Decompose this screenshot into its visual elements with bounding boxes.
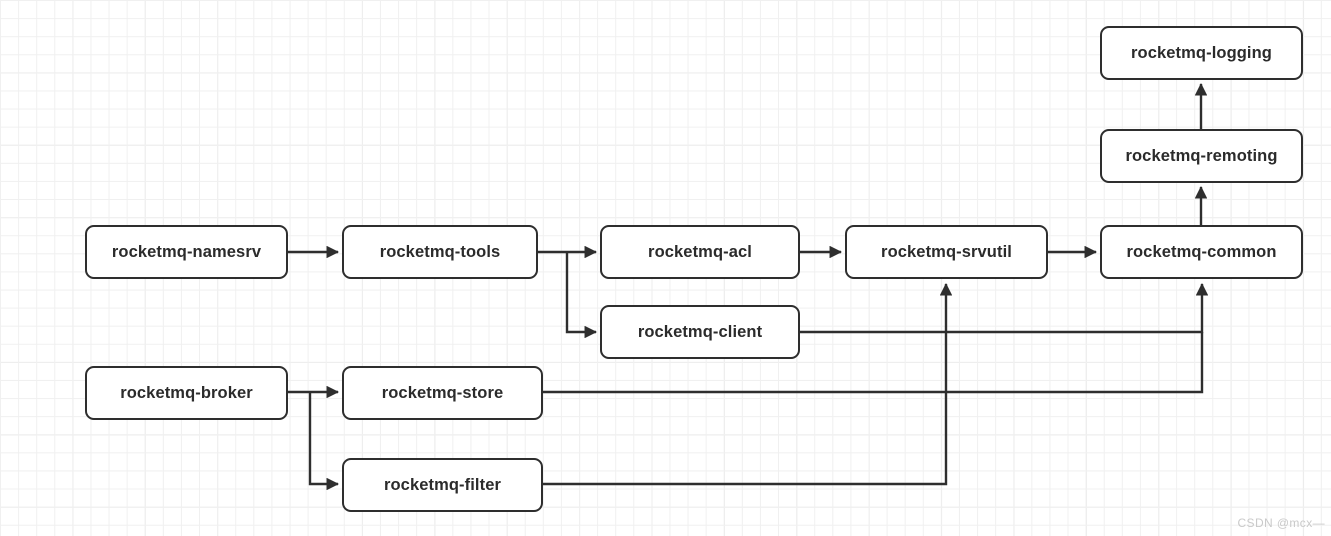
node-label: rocketmq-acl [648,242,752,261]
node-label: rocketmq-namesrv [111,242,262,261]
node-label: rocketmq-filter [383,475,502,494]
node-label: rocketmq-store [381,383,504,402]
node-rocketmq-acl[interactable]: rocketmq-acl [600,225,800,279]
watermark-text: CSDN @mcx— [1237,516,1325,530]
node-label: rocketmq-remoting [1125,146,1278,165]
node-label: rocketmq-client [637,322,763,341]
edge-broker-to-filter [308,392,339,491]
node-label: rocketmq-broker [120,383,253,402]
node-rocketmq-remoting[interactable]: rocketmq-remoting [1100,129,1303,183]
node-label: rocketmq-common [1126,242,1277,261]
node-rocketmq-tools[interactable]: rocketmq-tools [342,225,538,279]
node-rocketmq-broker[interactable]: rocketmq-broker [85,366,288,420]
node-label: rocketmq-srvutil [881,242,1012,261]
edge-tools-to-client [565,252,597,339]
node-rocketmq-filter[interactable]: rocketmq-filter [342,458,543,512]
edge-client-to-common [800,283,1209,334]
node-rocketmq-namesrv[interactable]: rocketmq-namesrv [85,225,288,279]
node-rocketmq-client[interactable]: rocketmq-client [600,305,800,359]
node-rocketmq-common[interactable]: rocketmq-common [1100,225,1303,279]
node-label: rocketmq-logging [1131,43,1272,62]
node-rocketmq-logging[interactable]: rocketmq-logging [1100,26,1303,80]
node-rocketmq-srvutil[interactable]: rocketmq-srvutil [845,225,1048,279]
node-rocketmq-store[interactable]: rocketmq-store [342,366,543,420]
node-label: rocketmq-tools [379,242,501,261]
